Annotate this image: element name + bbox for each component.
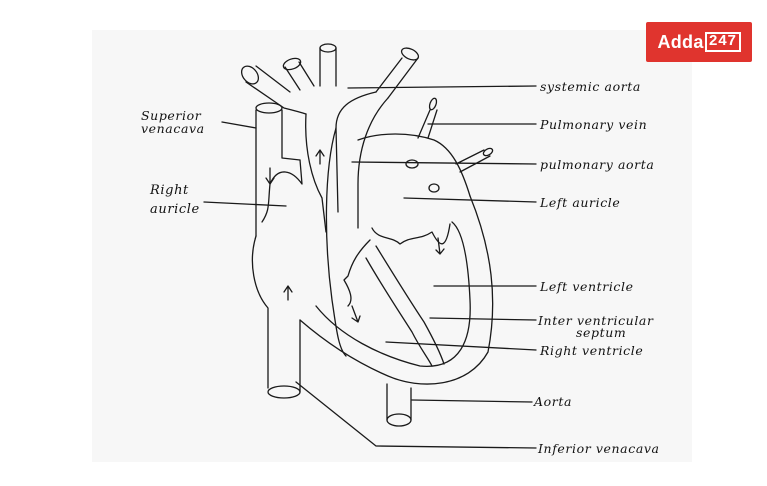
right-ventricle-label: Right ventricle [540,344,643,357]
superior-vena-cava-label-line2: venacava [141,122,205,135]
aorta-shape [387,384,411,426]
septum-shape [376,246,444,364]
left-auricle-shape [358,134,470,196]
pulmonary-aorta-label: pulmonary aorta [540,158,654,171]
inferior-vena-cava-shape [268,320,300,398]
superior-vena-cava-label: Superior venacava [141,109,205,135]
inferior-vena-cava-label: Inferior venacava [538,442,660,455]
left-ventricle-label: Left ventricle [540,280,634,293]
pulmonary-vein-label: Pulmonary vein [540,118,647,131]
adda247-logo: Adda 247 [646,22,752,62]
pulmonary-aorta-shape [358,98,388,228]
superior-vena-cava-shape [256,103,300,236]
right-auricle-shape [252,236,268,388]
left-auricle-label: Left auricle [540,196,620,209]
right-ventricle-wall [300,196,493,384]
logo-number: 247 [705,32,741,52]
right-auricle-label: Right auricle [150,184,200,216]
systemic-aorta-label: systemic aorta [540,80,641,93]
interventricular-septum-label: Inter ventricular septum [538,314,654,339]
right-auricle-label-line2: auricle [150,203,200,216]
right-auricle-label-line1: Right [150,184,200,197]
logo-name: Adda [657,32,703,53]
systemic-aorta-shape [238,44,420,232]
aorta-label: Aorta [534,395,572,408]
